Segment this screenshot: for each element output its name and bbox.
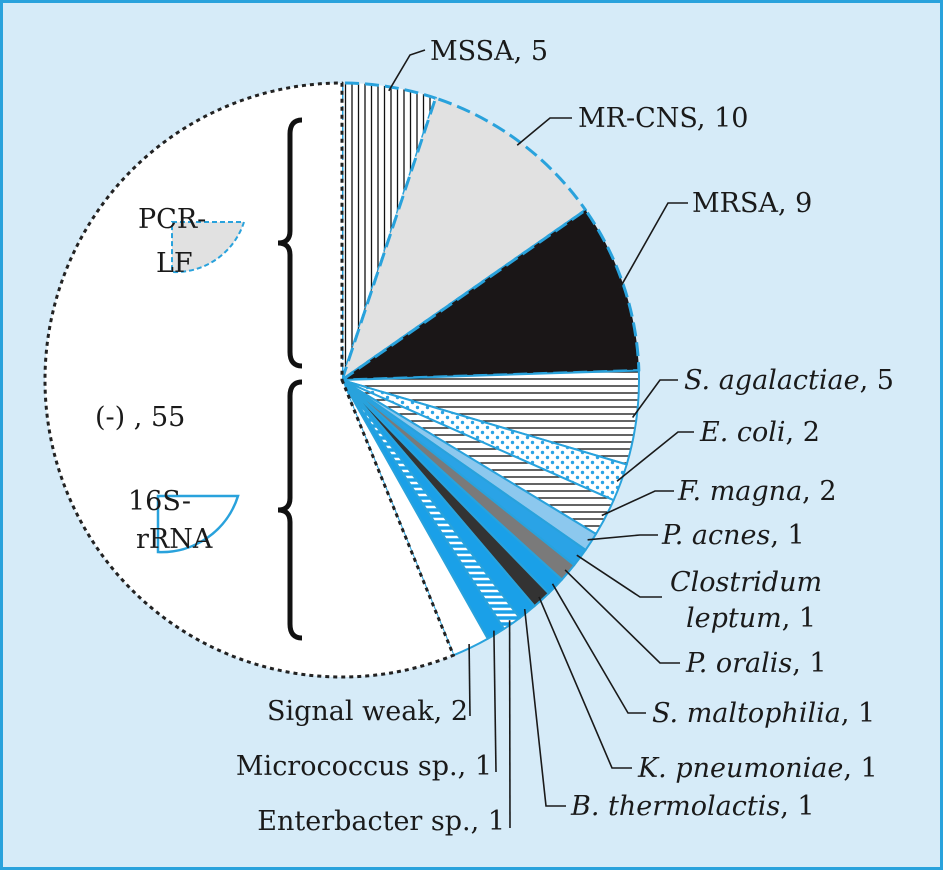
- 16s-rrna-legend-sector: [156, 494, 240, 554]
- callout-leaders: [388, 49, 694, 829]
- callout-value: , 1: [471, 806, 505, 837]
- callout-value: , 2: [786, 417, 820, 448]
- callout-label-mssa: MSSA, 5: [430, 36, 548, 67]
- callout-name: leptum: [686, 603, 782, 634]
- callout-label-p-acnes: P. acnes, 1: [661, 520, 805, 551]
- pcr-lf-legend-sector: [171, 221, 246, 274]
- callout-value: , 1: [792, 648, 826, 679]
- callout-label-s-agalactiae: S. agalactiae, 5: [684, 365, 894, 396]
- leader-line-p-acnes: [587, 534, 658, 541]
- callout-name: MR-CNS: [578, 103, 697, 134]
- callout-value: , 1: [841, 698, 875, 729]
- callout-label-enterbacter-sp: Enterbacter sp., 1: [257, 806, 505, 837]
- callout-label-s-maltophilia: S. maltophilia, 1: [652, 698, 875, 729]
- callout-label-e-coli: E. coli, 2: [699, 417, 820, 448]
- leader-line-f-magna: [601, 490, 674, 517]
- leader-line-micrococcus-sp: [493, 630, 497, 773]
- callout-value: , 5: [514, 36, 548, 67]
- leader-line-mssa: [388, 49, 426, 92]
- callout-name: Clostridum: [670, 567, 822, 598]
- callout-name: P. acnes: [661, 520, 770, 551]
- callout-name: B. thermolactis: [570, 791, 780, 822]
- pcr-lf-label-line-2: LF: [156, 248, 193, 279]
- brace-pcr-lf: [277, 117, 303, 369]
- brace-16s-rrna: [277, 379, 303, 641]
- callout-label-p-oralis: P. oralis, 1: [685, 648, 827, 679]
- callout-name: P. oralis: [685, 648, 792, 679]
- callout-name: Signal weak: [267, 696, 434, 727]
- callout-name: S. maltophilia: [652, 698, 841, 729]
- callout-name: MRSA: [692, 188, 778, 219]
- pie-slice-mr-cns: [340, 96, 588, 382]
- callout-value: , 5: [860, 365, 894, 396]
- pie-slice-negative: [43, 81, 455, 679]
- leader-line-b-thermolactis: [523, 609, 566, 807]
- callout-value: , 1: [780, 791, 814, 822]
- callout-value: , 2: [434, 696, 468, 727]
- pcr-lf-label-line-1: PCR-: [138, 204, 206, 235]
- callout-label-clostridum: Clostridum: [670, 567, 822, 598]
- callout-value: , 2: [802, 476, 836, 507]
- callout-label-mr-cns: MR-CNS, 10: [578, 103, 748, 134]
- callout-label-leptum: leptum, 1: [686, 603, 816, 634]
- leader-line-k-pneumoniae: [538, 596, 632, 769]
- leader-line-s-agalactiae: [631, 379, 678, 418]
- callout-name: S. agalactiae: [684, 365, 860, 396]
- callout-value: , 1: [770, 520, 804, 551]
- inner-annotations: PCR- LF 16S-rRNA (-) , 55: [95, 117, 303, 641]
- pie-slice-mssa: [340, 81, 438, 382]
- callout-label-f-magna: F. magna, 2: [677, 476, 837, 507]
- pie-slices: [43, 81, 641, 679]
- leader-line-p-oralis: [564, 569, 680, 664]
- callout-label-micrococcus-sp: Micrococcus sp., 1: [236, 751, 492, 782]
- callout-name: E. coli: [699, 417, 786, 448]
- callout-name: Enterbacter sp.: [257, 806, 470, 837]
- callout-value: , 9: [778, 188, 812, 219]
- negative-slice-label: (-) , 55: [95, 402, 185, 433]
- callout-name: F. magna: [677, 476, 802, 507]
- leader-line-e-coli: [616, 431, 694, 482]
- callout-value: , 1: [782, 603, 816, 634]
- callout-name: MSSA: [430, 36, 514, 67]
- callout-label-b-thermolactis: B. thermolactis, 1: [570, 791, 815, 822]
- rrna-label-line-1: 16S-: [128, 486, 191, 517]
- callout-name: Micrococcus sp.: [236, 751, 458, 782]
- leader-line-mrsa: [619, 202, 688, 289]
- callout-label-mrsa: MRSA, 9: [692, 188, 812, 219]
- leader-line-s-maltophilia: [551, 583, 646, 714]
- pie-slice-mrsa: [340, 208, 641, 382]
- callout-value: , 10: [697, 103, 749, 134]
- callout-name: K. pneumoniae: [637, 753, 843, 784]
- leader-line-clostridum-leptum: [576, 554, 662, 598]
- leader-line-mr-cns: [516, 117, 572, 146]
- callout-label-k-pneumoniae: K. pneumoniae, 1: [637, 753, 878, 784]
- leader-line-signal-weak: [468, 643, 471, 717]
- callout-value: , 1: [458, 751, 492, 782]
- callout-value: , 1: [843, 753, 877, 784]
- callout-label-signal-weak: Signal weak, 2: [267, 696, 468, 727]
- rrna-label-line-2: rRNA: [136, 524, 213, 555]
